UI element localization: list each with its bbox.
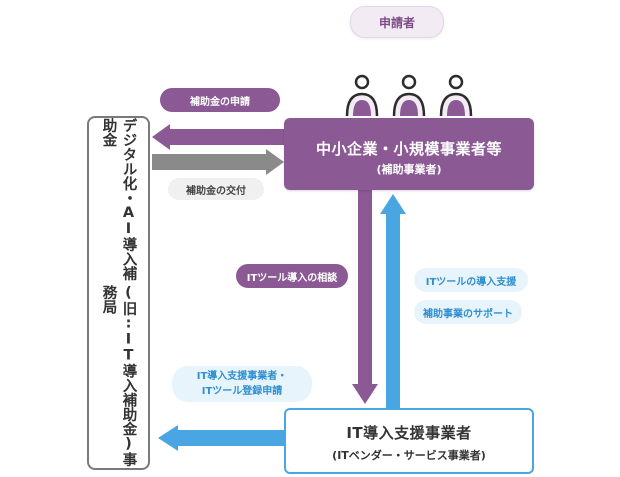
registration-label-line2: ITツール登録申請 bbox=[201, 386, 283, 397]
sme-title: 中小企業・小規模事業者等 bbox=[315, 140, 502, 158]
apply-arrow bbox=[152, 124, 284, 150]
support-label: ITツールの導入支援 bbox=[414, 268, 528, 292]
registration-label: IT導入支援事業者・ ITツール登録申請 bbox=[172, 366, 312, 402]
vendor-subtitle: (ITベンダー・サービス事業者) bbox=[332, 449, 486, 462]
sme-box: 中小企業・小規模事業者等 (補助事業者) bbox=[284, 118, 534, 190]
apply-label: 補助金の申請 bbox=[160, 88, 280, 112]
support-arrow bbox=[380, 194, 406, 408]
registration-label-line1: IT導入支援事業者・ bbox=[196, 371, 288, 382]
vendor-box: IT導入支援事業者 (ITベンダー・サービス事業者) bbox=[284, 408, 534, 474]
consult-label: ITツール導入の相談 bbox=[236, 264, 348, 288]
grant-arrow bbox=[152, 149, 284, 175]
office-line2: (旧:IT導入補助金)事務局 bbox=[100, 284, 137, 467]
registration-arrow bbox=[158, 425, 284, 451]
grant-label: 補助金の交付 bbox=[168, 178, 264, 200]
project-support-label: 補助事業のサポート bbox=[414, 300, 522, 324]
vendor-title: IT導入支援事業者 bbox=[346, 424, 472, 442]
people-icon bbox=[345, 74, 473, 117]
applicant-label: 申請者 bbox=[350, 6, 444, 38]
consult-arrow bbox=[352, 190, 378, 404]
office-text: デジタル化・AI導入補助金 (旧:IT導入補助金)事務局 bbox=[89, 118, 148, 468]
office-box: デジタル化・AI導入補助金 (旧:IT導入補助金)事務局 bbox=[87, 116, 150, 470]
sme-subtitle: (補助事業者) bbox=[376, 163, 442, 176]
office-line1: デジタル化・AI導入補助金 bbox=[100, 118, 137, 281]
